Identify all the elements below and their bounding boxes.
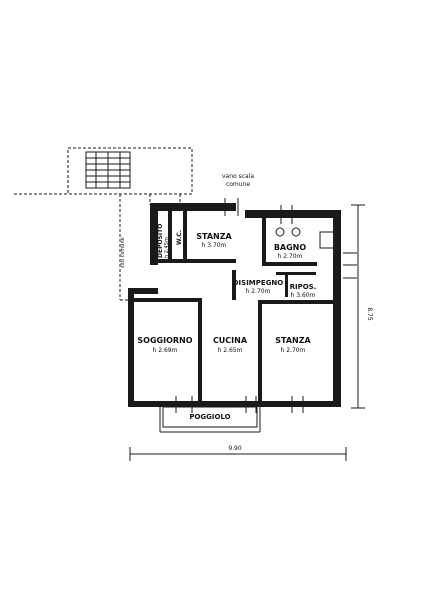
balcony bbox=[159, 406, 261, 433]
bagno-height: h 2.70m bbox=[278, 253, 303, 260]
vano-scala-sub: comune bbox=[226, 181, 250, 188]
disimpegno-label: DISIMPEGNO bbox=[233, 279, 284, 287]
ripos-height: h 3.60m bbox=[291, 292, 316, 299]
windows bbox=[175, 198, 357, 413]
stanza-bottom-label: STANZA bbox=[275, 336, 311, 345]
deposito-height: h 2.45m bbox=[164, 237, 170, 258]
stanza-top-label: STANZA bbox=[196, 232, 232, 241]
cucina-label: CUCINA bbox=[213, 336, 248, 345]
dimension-width: 9.90 bbox=[228, 445, 242, 452]
stanza-top-height: h 3.70m bbox=[202, 242, 227, 249]
inner-walls bbox=[134, 211, 333, 401]
sito-comune-label: sito comune bbox=[120, 237, 126, 268]
soggiorno-label: SOGGIORNO bbox=[137, 336, 192, 345]
dimension-lines bbox=[129, 204, 365, 461]
disimpegno-height: h 2.70m bbox=[246, 288, 271, 295]
stair-well bbox=[14, 147, 193, 301]
deposito-label: DEPOSITO bbox=[157, 224, 164, 258]
cucina-height: h 2.65m bbox=[218, 347, 243, 354]
vano-scala-label: vano scala bbox=[222, 173, 254, 180]
dimension-height: 8.75 bbox=[366, 307, 373, 321]
stanza-bottom-height: h 2.70m bbox=[281, 347, 306, 354]
ripos-label: RIPOS. bbox=[290, 283, 317, 291]
wc-label: W.C. bbox=[176, 230, 183, 245]
soggiorno-height: h 2.69m bbox=[153, 347, 178, 354]
poggiolo-label: POGGIOLO bbox=[189, 413, 230, 421]
outer-walls bbox=[128, 203, 341, 407]
bagno-label: BAGNO bbox=[274, 243, 307, 252]
